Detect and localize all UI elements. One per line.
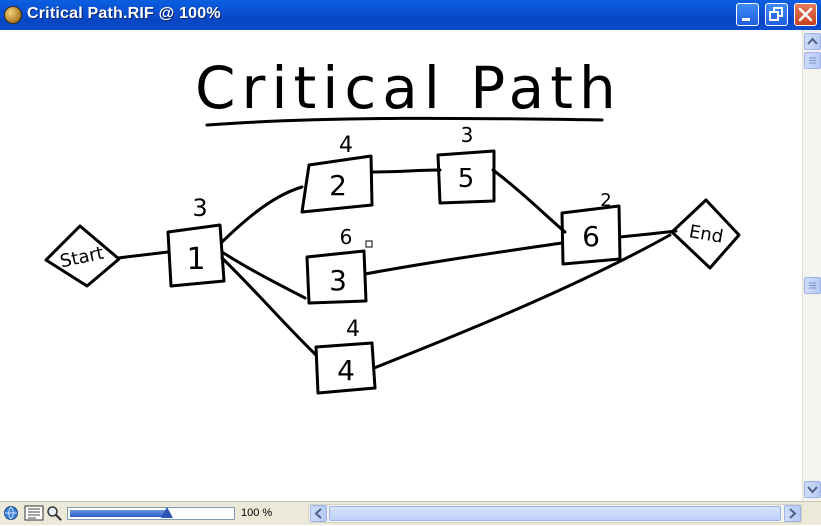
grip-icon bbox=[809, 57, 816, 64]
node-3-duration: 6 bbox=[340, 225, 353, 249]
app-icon[interactable] bbox=[5, 7, 21, 23]
node-3: 6 3 bbox=[305, 225, 373, 305]
node-start-label: Start bbox=[58, 243, 105, 273]
node-2-duration: 4 bbox=[339, 133, 353, 158]
title-underline bbox=[205, 116, 604, 127]
window-title: Critical Path.RIF @ 100% bbox=[27, 5, 221, 22]
scroll-down-button[interactable] bbox=[804, 481, 821, 498]
cursor-handle bbox=[365, 240, 373, 248]
edge-1-4 bbox=[220, 256, 318, 357]
scroll-right-button[interactable] bbox=[784, 505, 801, 522]
node-4: 4 4 bbox=[314, 317, 377, 395]
drawing-canvas[interactable]: Critical Path Start 3 1 4 2 bbox=[0, 30, 802, 501]
node-5: 3 5 bbox=[436, 123, 496, 205]
node-6-duration: 2 bbox=[600, 190, 611, 211]
minimize-button[interactable] bbox=[736, 3, 759, 26]
node-end: End bbox=[670, 198, 741, 270]
edge-3-6 bbox=[363, 241, 564, 276]
edge-2-5 bbox=[370, 168, 442, 174]
scroll-thumb-middle[interactable] bbox=[804, 277, 821, 294]
zoom-slider[interactable] bbox=[67, 507, 235, 520]
edge-5-6 bbox=[491, 168, 567, 234]
horizontal-scroll-thumb[interactable] bbox=[329, 506, 781, 521]
title-bar[interactable]: Critical Path.RIF @ 100% bbox=[0, 0, 821, 31]
node-6: 2 6 bbox=[560, 190, 622, 266]
node-1: 3 1 bbox=[166, 194, 226, 288]
scroll-left-button[interactable] bbox=[310, 505, 327, 522]
critical-path-diagram: Critical Path Start 3 1 4 2 bbox=[44, 54, 741, 395]
zoom-slider-thumb[interactable] bbox=[161, 507, 173, 518]
node-end-label: End bbox=[687, 221, 724, 248]
scroll-thumb-top[interactable] bbox=[804, 52, 821, 69]
edge-1-3 bbox=[220, 250, 307, 300]
status-bar: 100 % bbox=[0, 501, 821, 525]
globe-icon[interactable] bbox=[3, 505, 19, 521]
edge-4-end bbox=[372, 233, 672, 370]
zoom-magnifier-icon[interactable] bbox=[46, 505, 62, 521]
node-2-label: 2 bbox=[329, 169, 347, 202]
maximize-button[interactable] bbox=[765, 3, 788, 26]
edge-start-1 bbox=[116, 250, 170, 260]
minimize-icon bbox=[742, 18, 750, 21]
node-6-label: 6 bbox=[582, 220, 600, 253]
edge-1-2 bbox=[220, 185, 304, 244]
arrow-right-icon bbox=[789, 508, 797, 519]
grip-icon bbox=[809, 282, 816, 289]
diagram-title: Critical Path bbox=[195, 54, 622, 122]
zoom-slider-fill bbox=[70, 510, 167, 517]
restore-icon bbox=[769, 7, 783, 21]
node-1-label: 1 bbox=[186, 242, 205, 277]
node-4-label: 4 bbox=[337, 354, 355, 387]
horizontal-scrollbar[interactable] bbox=[308, 504, 802, 523]
node-start: Start bbox=[44, 224, 121, 288]
scroll-up-button[interactable] bbox=[804, 33, 821, 50]
vertical-scrollbar[interactable] bbox=[802, 30, 821, 501]
node-5-label: 5 bbox=[458, 164, 475, 194]
close-button[interactable] bbox=[794, 3, 817, 26]
view-mode-icon[interactable] bbox=[24, 505, 44, 521]
node-4-duration: 4 bbox=[346, 317, 360, 342]
node-5-duration: 3 bbox=[461, 123, 474, 147]
close-icon bbox=[798, 7, 813, 22]
arrow-left-icon bbox=[314, 508, 322, 519]
zoom-level: 100 % bbox=[241, 507, 273, 519]
arrow-up-icon bbox=[807, 37, 818, 45]
node-2: 4 2 bbox=[300, 133, 374, 214]
node-3-label: 3 bbox=[329, 264, 347, 297]
node-1-duration: 3 bbox=[192, 194, 207, 222]
arrow-down-icon bbox=[807, 486, 818, 494]
